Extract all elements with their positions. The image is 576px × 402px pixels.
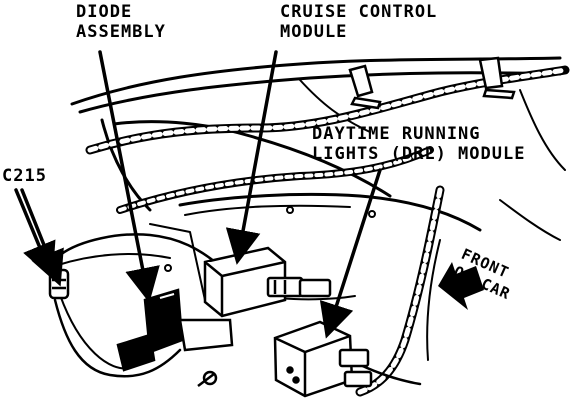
c215-connector (48, 268, 70, 300)
label-line: C215 (2, 166, 47, 186)
diode-assembly (116, 288, 234, 387)
harness-clip (348, 56, 516, 110)
mounting-bolt (164, 206, 376, 272)
c215-label: C215 (2, 166, 47, 186)
label-line: CRUISE CONTROL (280, 2, 438, 22)
drl-module (273, 320, 373, 398)
cruise-control-module (203, 246, 332, 318)
label-line: DAYTIME RUNNING (312, 124, 481, 144)
label-line: DIODE (76, 2, 133, 22)
label-line: ASSEMBLY (76, 22, 166, 42)
front-of-car-arrow (438, 262, 484, 310)
callout-arrows (14, 50, 382, 339)
label-line: LIGHTS (DRL) MODULE (312, 144, 526, 164)
diode-assembly-label: DIODE ASSEMBLY (76, 2, 166, 42)
drl-module-label: DAYTIME RUNNING LIGHTS (DRL) MODULE (312, 124, 525, 164)
cruise-control-module-label: CRUISE CONTROL MODULE (280, 2, 437, 42)
label-line: MODULE (280, 22, 348, 42)
